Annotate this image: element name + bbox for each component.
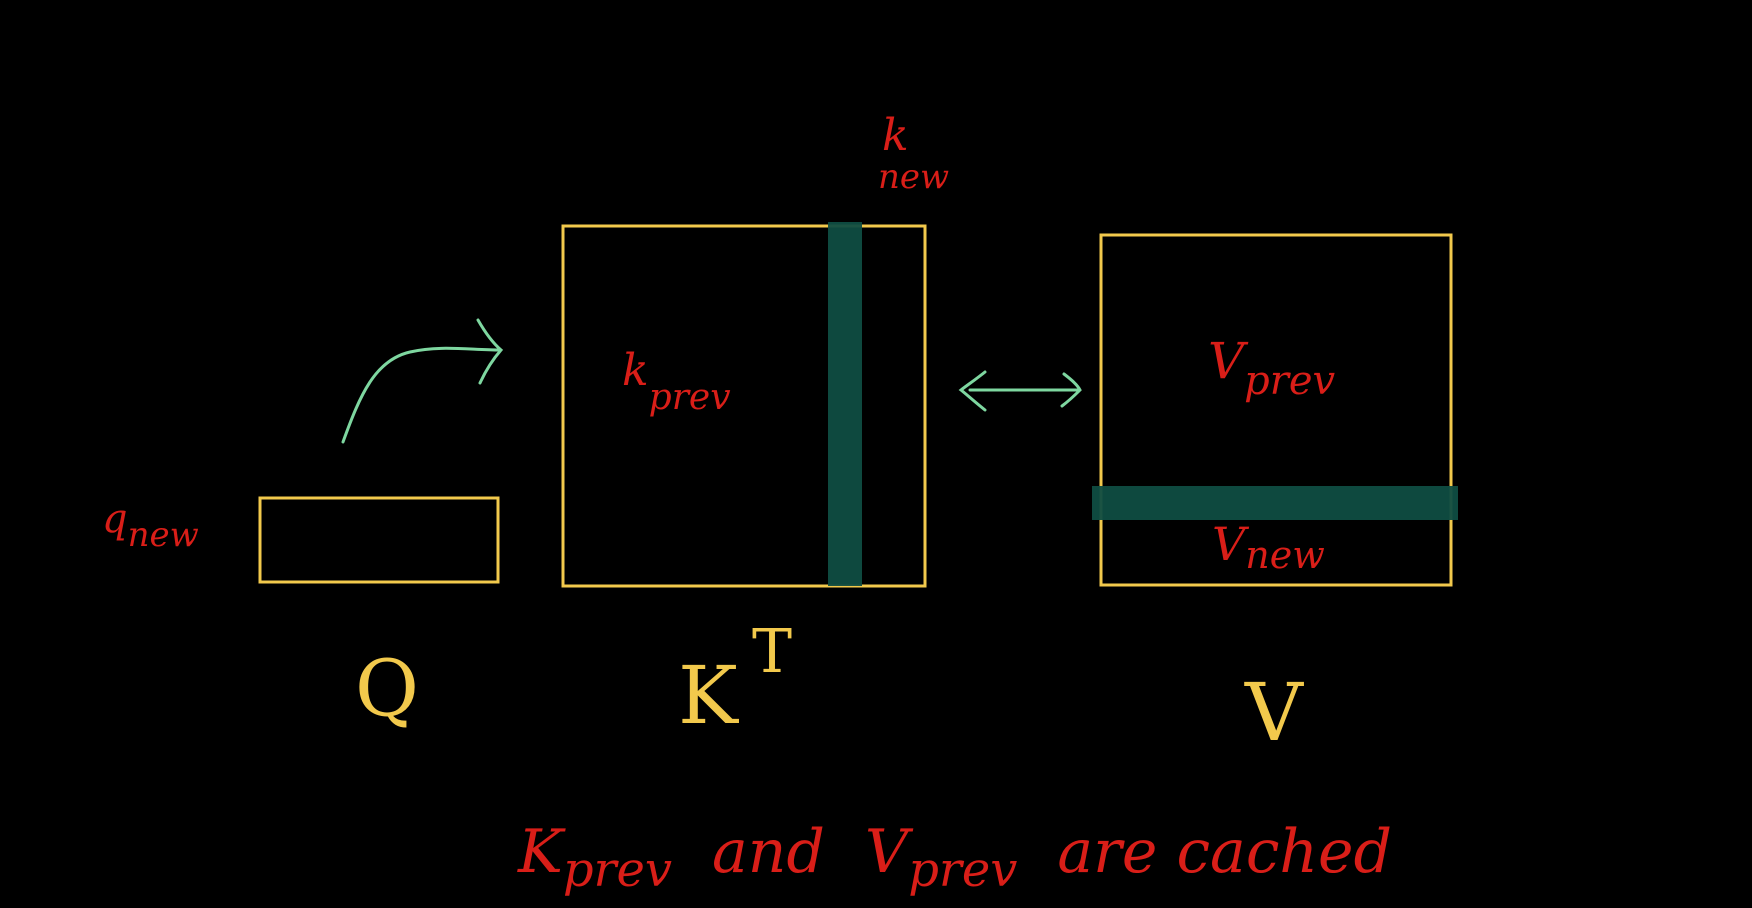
v-matrix-name: V [1244,666,1304,759]
v-matrix-box [1099,233,1453,587]
v-new-row-highlight [1092,486,1458,520]
caption-k-sub: prev [563,842,672,898]
curved-arrow-icon [341,318,504,444]
caption-v: V [865,817,914,887]
q-new-label: qnew [102,496,199,555]
k-matrix-name: K [678,649,739,742]
caption-k: K [517,817,566,887]
caption-rest: are cached [1057,817,1392,887]
double-arrow-icon [958,370,1082,412]
k-transpose-matrix-box [561,224,927,588]
v-prev-label: Vprev [1208,332,1336,404]
q-matrix-name: Q [355,644,419,734]
caption-and: and [712,817,825,887]
caption-v-sub: prev [908,842,1017,898]
v-new-label: Vnew [1212,517,1325,577]
k-prev-label: kprev [622,345,731,418]
k-transpose-superscript: T [752,617,792,687]
q-matrix-box [258,496,500,584]
k-new-column-highlight [828,222,862,586]
